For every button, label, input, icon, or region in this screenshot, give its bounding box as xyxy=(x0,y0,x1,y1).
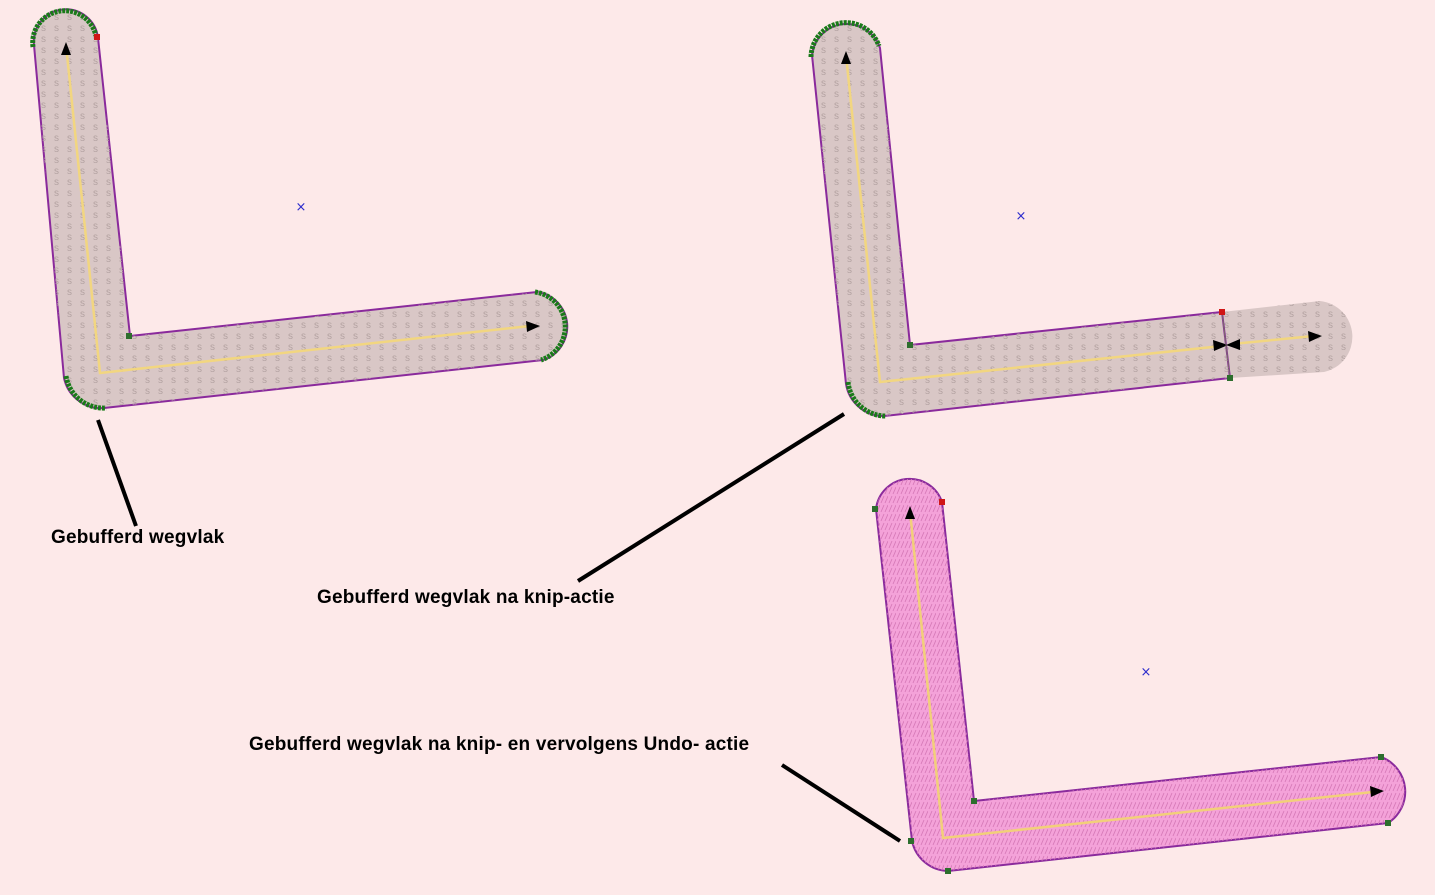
vertex-handle[interactable] xyxy=(945,868,951,874)
leader-line-after-cut xyxy=(576,412,846,583)
label-after-cut: Gebufferd wegvlak na knip-actie xyxy=(317,587,615,608)
vertex-handle[interactable] xyxy=(1378,754,1384,760)
buffered-road-1[interactable]: × xyxy=(30,8,569,411)
selected-arc-end xyxy=(534,289,568,363)
centroid-marker: × xyxy=(1141,665,1152,680)
vertex-handle[interactable] xyxy=(908,838,914,844)
label-buffered: Gebufferd wegvlak xyxy=(51,527,225,548)
leader-line-after-undo xyxy=(780,763,902,843)
direction-arrow-up xyxy=(905,506,915,519)
buffer-hatch xyxy=(33,9,568,409)
vertex-selected[interactable] xyxy=(939,499,945,505)
vertex-handle[interactable] xyxy=(1227,375,1233,381)
selected-arc-start xyxy=(30,8,99,48)
selected-arc-start xyxy=(808,20,882,58)
direction-arrow-right xyxy=(526,321,540,332)
buffered-road-2[interactable]: × xyxy=(808,20,1353,419)
buffer-hatch xyxy=(876,478,1406,871)
centroid-marker: × xyxy=(296,200,307,215)
selected-arc-corner xyxy=(63,375,107,411)
direction-arrow-cut-in xyxy=(1213,340,1228,351)
buffer-hatch xyxy=(812,23,1230,417)
vertex-handle[interactable] xyxy=(907,342,913,348)
vertex-handle[interactable] xyxy=(1385,820,1391,826)
selected-arc-corner xyxy=(845,381,887,419)
direction-arrow-up xyxy=(841,51,851,64)
road-centerline[interactable] xyxy=(908,510,1374,840)
vertex-selected[interactable] xyxy=(1219,309,1225,315)
buffered-road-3[interactable]: × xyxy=(872,477,1407,874)
road-centerline[interactable] xyxy=(64,44,531,375)
vertex-handle[interactable] xyxy=(872,506,878,512)
road-centerline[interactable] xyxy=(844,54,1223,384)
direction-arrow-cut-out xyxy=(1226,339,1240,350)
vertex-handle[interactable] xyxy=(126,333,132,339)
vertex-handle[interactable] xyxy=(971,798,977,804)
vertex-selected[interactable] xyxy=(94,34,100,40)
cut-line xyxy=(1221,311,1231,379)
label-after-undo: Gebufferd wegvlak na knip- en vervolgens… xyxy=(249,734,750,755)
leader-line-buffered xyxy=(96,419,138,527)
direction-arrow-right xyxy=(1308,331,1322,342)
centroid-marker: × xyxy=(1016,209,1027,224)
cut-centerline[interactable] xyxy=(1231,334,1315,346)
direction-arrow-right xyxy=(1370,786,1384,797)
direction-arrow-up xyxy=(61,42,71,55)
